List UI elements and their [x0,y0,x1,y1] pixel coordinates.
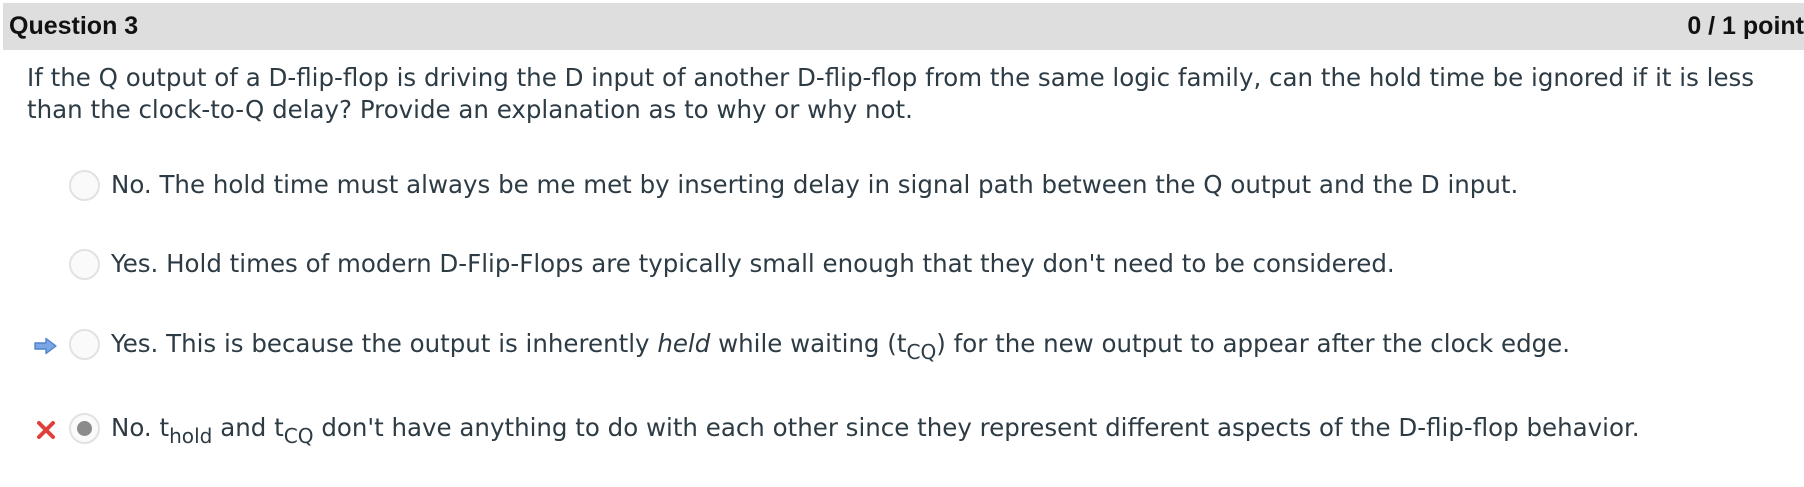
radio-selected-dot [77,421,92,436]
answer-3-subscript-cq: CQ [906,340,937,365]
answer-3-part-a: Yes. This is because the output is inher… [111,329,658,358]
answer-4-subscript-cq: CQ [283,424,314,449]
answer-3-part-c: ) for the new output to appear after the… [936,329,1571,358]
answer-3-part-b: while waiting (t [710,329,907,358]
answer-radio-3[interactable] [69,329,100,360]
question-title: Question 3 [9,12,139,40]
answer-text-1: No. The hold time must always be me met … [111,170,1519,199]
cross-icon [34,420,58,440]
answer-option-2[interactable]: Yes. Hold times of modern D-Flip-Flops a… [0,246,1804,286]
answer-option-4[interactable]: No. thold and tCQ don't have anything to… [0,410,1804,450]
question-header: Question 3 0 / 1 point [3,3,1804,50]
answer-radio-2[interactable] [69,249,100,280]
answer-text-4: No. thold and tCQ don't have anything to… [111,412,1640,446]
answer-text-2: Yes. Hold times of modern D-Flip-Flops a… [111,249,1395,278]
question-points: 0 / 1 point [1687,12,1804,40]
answer-4-part-b: and t [212,413,284,442]
answer-radio-4[interactable] [69,413,100,444]
answer-option-1[interactable]: No. The hold time must always be me met … [0,167,1804,207]
answer-3-emphasis: held [657,329,711,358]
answer-radio-1[interactable] [69,170,100,201]
answer-4-part-c: don't have anything to do with each othe… [313,413,1640,442]
answer-text-3: Yes. This is because the output is inher… [111,328,1571,362]
answer-option-3[interactable]: Yes. This is because the output is inher… [0,326,1804,366]
question-text: If the Q output of a D-flip-flop is driv… [27,63,1755,124]
answer-4-subscript-hold: hold [169,424,213,449]
arrow-icon [34,336,58,356]
answer-4-part-a: No. t [111,413,170,442]
